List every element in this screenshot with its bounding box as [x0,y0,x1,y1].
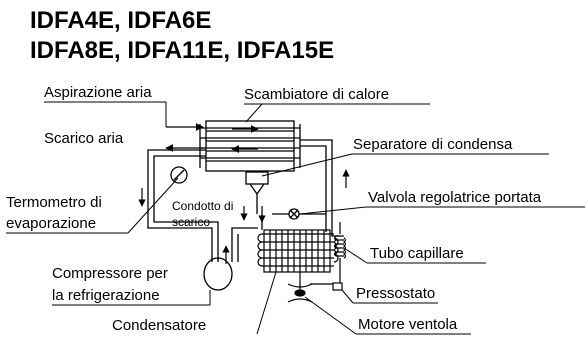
heat-exchanger [199,120,301,172]
label-condotto-line2: scarico [172,215,210,229]
title-line-1: IDFA4E, IDFA6E [30,7,212,34]
label-scarico-aria: Scarico aria [44,130,124,147]
label-tubo-capillare: Tubo capillare [370,245,464,262]
thermometer-gauge-icon [170,166,188,184]
label-termometro-line1: Termometro di [6,194,102,211]
condensate-separator [245,171,269,214]
fan-motor-icon [287,272,313,303]
flow-valve-icon [272,208,326,220]
label-motore-ventola: Motore ventola [358,316,458,333]
label-separatore-di-condensa: Separatore di condensa [353,136,513,153]
label-compressore-line2: la refrigerazione [52,287,160,304]
label-termometro-line2: evaporazione [6,215,96,232]
label-condensatore: Condensatore [112,317,206,334]
label-pressostato: Pressostato [356,285,435,302]
label-scambiatore-di-calore: Scambiatore di calore [244,86,389,103]
label-compressore-line1: Compressore per [52,265,168,282]
condenser-coil [257,229,339,273]
leader-lines [6,101,585,335]
label-condotto-line1: Condotto di [172,199,233,213]
pressure-switch-icon [332,282,343,291]
capillary-tube-coil [310,222,347,285]
label-valvola-regolatrice-portata: Valvola regolatrice portata [368,189,542,206]
compressor-icon [203,257,233,291]
label-aspirazione-aria: Aspirazione aria [44,84,152,101]
title-line-2: IDFA8E, IDFA11E, IDFA15E [30,37,335,64]
